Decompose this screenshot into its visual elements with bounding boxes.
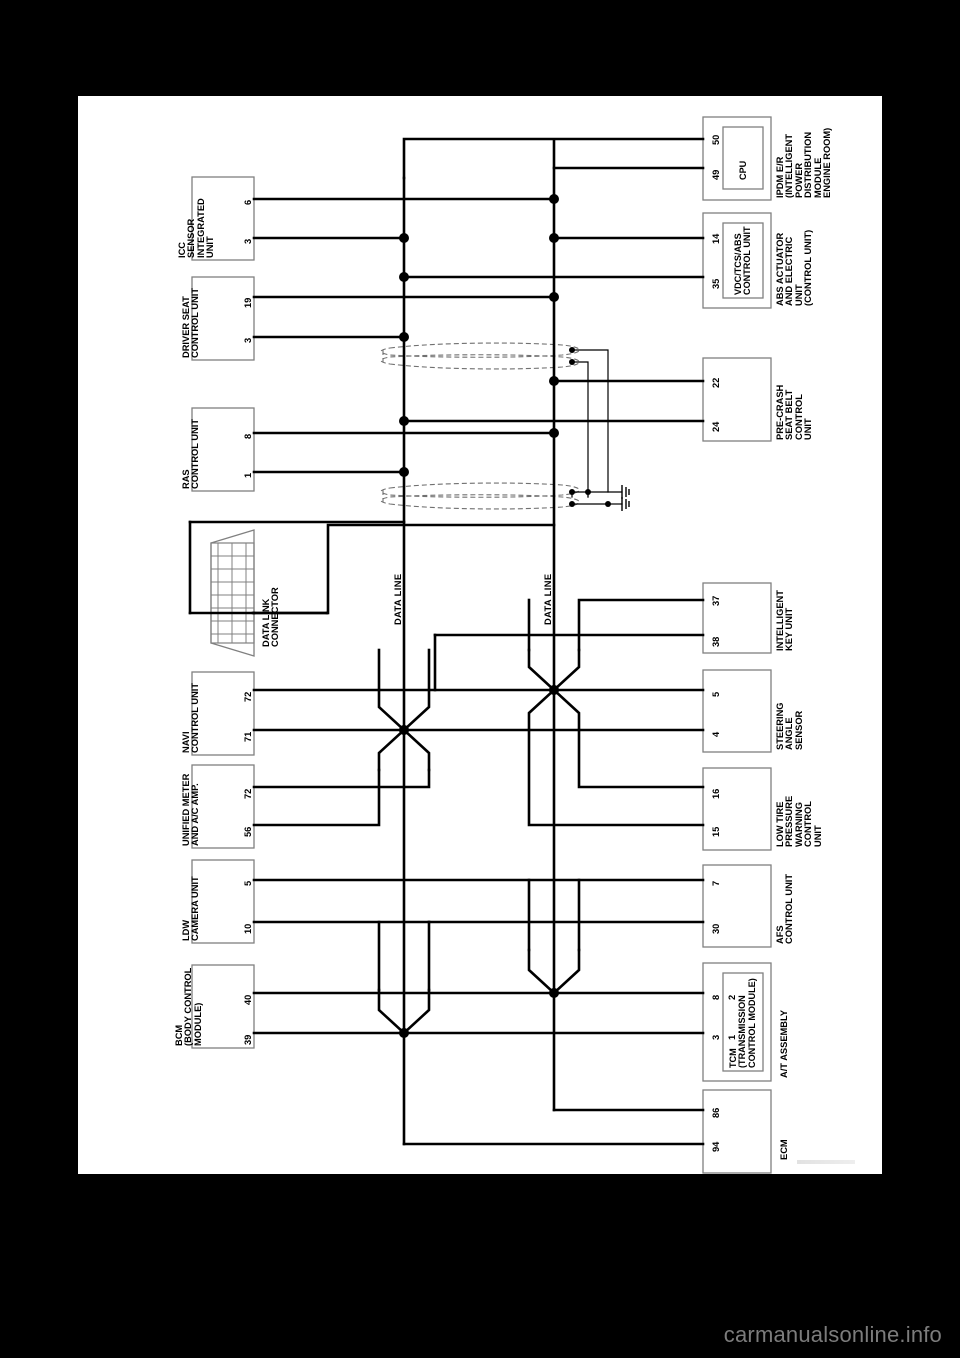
crossover-vertical-legs bbox=[377, 598, 581, 992]
pin-precrash-24: 24 bbox=[711, 421, 721, 432]
shield-ground-wires bbox=[571, 349, 623, 505]
wires-ipdm bbox=[402, 137, 705, 180]
pin-icc-6: 6 bbox=[243, 199, 253, 205]
pin-afs-30: 30 bbox=[711, 923, 721, 934]
pin-bcm-39: 39 bbox=[243, 1034, 253, 1045]
pin-ikey-37: 37 bbox=[711, 595, 721, 606]
pin-ldw-5: 5 bbox=[243, 880, 253, 886]
pin-ecm-94: 94 bbox=[711, 1141, 721, 1152]
ipdm-cpu-box bbox=[722, 126, 764, 190]
junction-dots bbox=[399, 194, 559, 1038]
pin-precrash-22: 22 bbox=[711, 377, 721, 388]
wires-right-upper bbox=[402, 236, 705, 423]
pin-ecm-86: 86 bbox=[711, 1107, 721, 1118]
right-unit-boxes bbox=[702, 116, 772, 1174]
pin-lowtire-16: 16 bbox=[711, 788, 721, 799]
shield-wire-lower bbox=[380, 482, 580, 510]
pin-ras-1: 1 bbox=[243, 472, 253, 478]
watermark-text: carmanualsonline.info bbox=[723, 1322, 942, 1347]
abs-vdc-box bbox=[722, 222, 764, 299]
page-corner-mark bbox=[797, 1160, 855, 1164]
shield-wire-upper bbox=[380, 342, 580, 370]
wires-right-lower bbox=[402, 598, 705, 1146]
data-line-label-right: DATA LINE bbox=[543, 573, 553, 625]
pin-lowtire-15: 15 bbox=[711, 826, 721, 837]
pin-ras-8: 8 bbox=[243, 433, 253, 439]
pin-steering-5: 5 bbox=[711, 691, 721, 697]
pin-ipdm-50: 50 bbox=[711, 134, 721, 145]
pin-abs-35: 35 bbox=[711, 278, 721, 289]
unit-label-ecm: ECM bbox=[779, 1139, 789, 1160]
pin-afs-7: 7 bbox=[711, 880, 721, 886]
pin-unified-56: 56 bbox=[243, 826, 253, 837]
at-tcm-box bbox=[722, 972, 764, 1072]
pin-steering-4: 4 bbox=[711, 731, 721, 737]
footer-bar: carmanualsonline.info bbox=[0, 1318, 960, 1358]
shield-drain-dots bbox=[569, 347, 611, 507]
wires-left-units bbox=[252, 197, 556, 474]
pin-navi-72: 72 bbox=[243, 691, 253, 702]
left-unit-boxes bbox=[191, 176, 255, 1049]
pin-navi-71: 71 bbox=[243, 731, 253, 742]
pin-icc-3: 3 bbox=[243, 238, 253, 244]
wires-left-lower bbox=[252, 688, 556, 1035]
wires-dlc-2 bbox=[252, 523, 556, 615]
ground-symbols bbox=[621, 485, 630, 511]
data-line-label-left: DATA LINE bbox=[393, 573, 403, 625]
pin-unified-72: 72 bbox=[243, 788, 253, 799]
wires-dlc bbox=[188, 520, 406, 615]
pin-tcm-1: 1 bbox=[727, 1034, 737, 1040]
pin-ipdm-49: 49 bbox=[711, 169, 721, 180]
pin-abs-14: 14 bbox=[711, 233, 721, 244]
pin-driverseat-3: 3 bbox=[243, 337, 253, 343]
data-link-connector bbox=[210, 529, 255, 657]
inner-label-cpu: CPU bbox=[738, 160, 748, 180]
nested-inner-boxes bbox=[722, 126, 764, 1072]
pin-tcm-2: 2 bbox=[727, 994, 737, 1000]
unit-label-at-assembly: A/T ASSEMBLY bbox=[779, 1009, 789, 1078]
pin-at-8: 8 bbox=[711, 994, 721, 1000]
pin-driverseat-19: 19 bbox=[243, 297, 253, 308]
pin-ldw-10: 10 bbox=[243, 923, 253, 934]
pin-at-3: 3 bbox=[711, 1034, 721, 1040]
pin-ikey-38: 38 bbox=[711, 636, 721, 647]
pin-bcm-40: 40 bbox=[243, 994, 253, 1005]
